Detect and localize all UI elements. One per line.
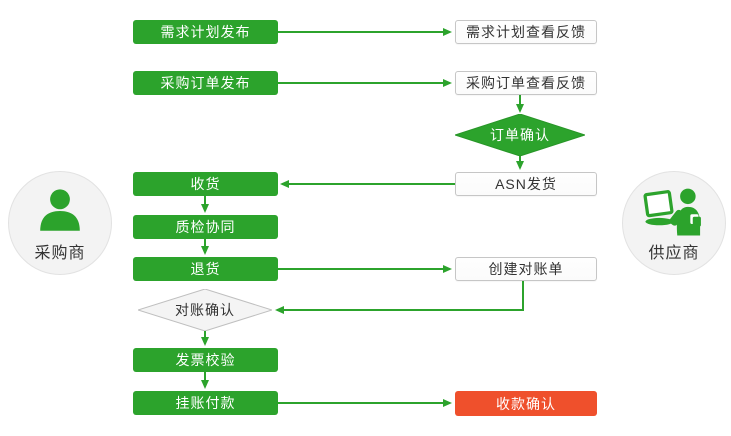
supplier-label: 供应商 <box>648 244 700 262</box>
buyer-label: 采购商 <box>34 244 86 262</box>
node-asn-ship: ASN发货 <box>455 172 597 196</box>
node-purchase-order-publish: 采购订单发布 <box>133 71 278 95</box>
node-receipt-confirm: 收款确认 <box>455 391 597 416</box>
node-pending-payment: 挂账付款 <box>133 391 278 415</box>
node-purchase-order-feedback: 采购订单查看反馈 <box>455 71 597 95</box>
person-icon <box>40 188 80 231</box>
diamond-shape <box>138 289 272 331</box>
statement-confirm-label: 对账确认 <box>175 302 235 318</box>
node-order-confirm: 订单确认 <box>455 114 585 156</box>
node-receive-goods: 收货 <box>133 172 278 196</box>
order-confirm-label: 订单确认 <box>490 127 550 143</box>
node-create-statement: 创建对账单 <box>455 257 597 281</box>
node-return-goods: 退货 <box>133 257 278 281</box>
node-demand-plan-feedback: 需求计划查看反馈 <box>455 20 597 44</box>
node-statement-confirm: 对账确认 <box>138 289 272 331</box>
node-invoice-verify: 发票校验 <box>133 348 278 372</box>
supplier-actor: 供应商 <box>622 171 726 275</box>
person-laptop-icon <box>643 188 701 235</box>
buyer-actor: 采购商 <box>8 171 112 275</box>
node-demand-plan-publish: 需求计划发布 <box>133 20 278 44</box>
arrow-statement-to-confirm-elbow <box>275 281 524 314</box>
node-quality-inspection: 质检协同 <box>133 215 278 239</box>
diamond-shape <box>455 114 585 156</box>
